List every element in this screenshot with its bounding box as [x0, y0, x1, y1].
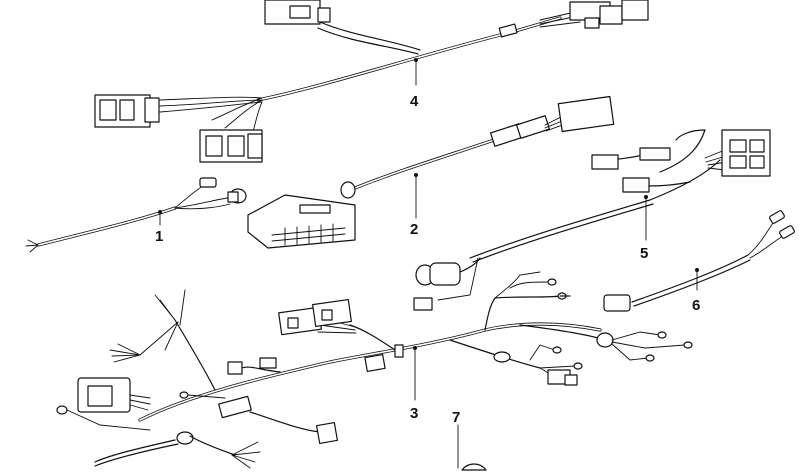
callout-5: 5	[640, 245, 648, 262]
harness-6[interactable]	[603, 210, 795, 312]
callout-3: 3	[410, 405, 418, 422]
harness-2[interactable]	[247, 95, 615, 249]
callout-6: 6	[692, 297, 700, 314]
control-unit-pins	[271, 223, 346, 246]
callout-7: 7	[452, 409, 460, 426]
harness-1[interactable]	[25, 177, 247, 253]
wire-ends-upper-left	[109, 343, 141, 363]
harness-3[interactable]	[56, 271, 693, 469]
harness-4[interactable]	[94, 0, 649, 163]
callout-4: 4	[410, 93, 419, 110]
part-7[interactable]	[457, 424, 487, 471]
callout-2: 2	[410, 221, 418, 238]
callout-1: 1	[155, 228, 163, 245]
harness-5[interactable]	[413, 129, 771, 311]
